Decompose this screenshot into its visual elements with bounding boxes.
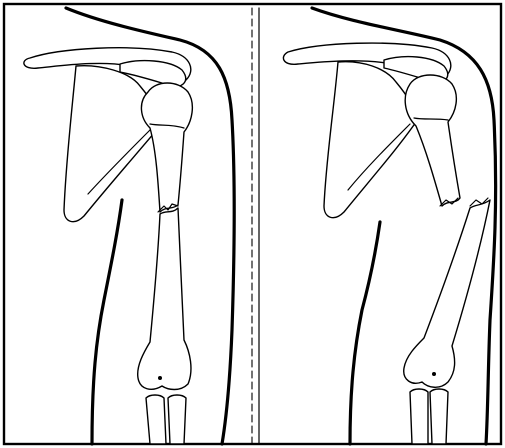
right-radius [410,389,428,444]
right-ulna [430,389,448,444]
left-humerus-proximal [141,83,192,212]
left-ulna [168,395,186,444]
left-elbow-marker [158,376,162,380]
right-scapula [324,62,416,218]
right-panel [283,8,495,444]
left-scapula [64,66,160,222]
left-radius [146,395,166,444]
left-humerus-distal [138,208,191,390]
left-arm-inner-outline [92,200,122,444]
right-elbow-marker [432,372,436,376]
left-panel [24,8,234,444]
right-humerus-proximal [405,75,460,206]
right-arm-inner-outline [350,222,380,444]
right-humerus-distal [404,200,490,387]
